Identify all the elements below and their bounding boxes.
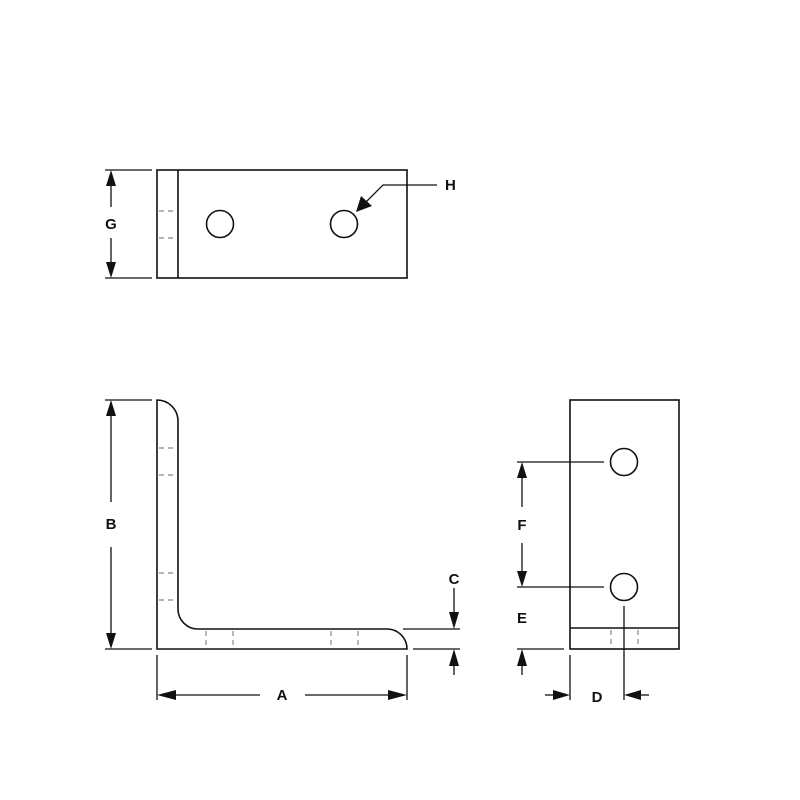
arrow-down-icon <box>106 262 116 278</box>
label-h: H <box>445 177 456 194</box>
label-g: G <box>105 216 117 233</box>
arrow-up-icon <box>106 400 116 416</box>
dimension-b: B <box>105 399 152 650</box>
label-d: D <box>592 689 603 706</box>
dimension-d: D <box>545 606 649 706</box>
top-view-hole-2 <box>329 209 359 239</box>
dimension-f: F <box>517 461 604 588</box>
arrow-right-icon <box>388 690 407 700</box>
arrow-right-icon <box>553 690 570 700</box>
arrow-left-icon <box>157 690 176 700</box>
side-view-hole-1 <box>609 447 639 477</box>
arrow-up-icon <box>517 649 527 666</box>
arrow-icon <box>356 196 372 212</box>
arrow-down-icon <box>517 571 527 587</box>
dimension-h: H <box>356 177 456 212</box>
arrow-up-icon <box>106 170 116 186</box>
top-view-hole-1 <box>205 209 235 239</box>
label-c: C <box>449 571 460 588</box>
top-view: G H <box>105 169 456 279</box>
side-view: F E D <box>517 399 680 706</box>
side-view-hole-2 <box>609 572 639 602</box>
leader-line <box>365 184 437 203</box>
dimension-e: E <box>517 610 564 675</box>
dimension-c: C <box>403 571 460 675</box>
label-a: A <box>277 687 288 704</box>
arrow-left-icon <box>624 690 641 700</box>
label-f: F <box>517 517 526 534</box>
arrow-up-icon <box>517 462 527 478</box>
dimension-a: A <box>156 655 408 704</box>
label-e: E <box>517 610 527 627</box>
arrow-down-icon <box>449 612 459 629</box>
label-b: B <box>106 516 117 533</box>
dimension-g: G <box>105 169 152 279</box>
l-profile-outline <box>156 399 408 650</box>
arrow-up-icon <box>449 649 459 666</box>
arrow-down-icon <box>106 633 116 649</box>
top-view-outline <box>156 169 408 279</box>
front-view: B A C <box>105 399 460 704</box>
